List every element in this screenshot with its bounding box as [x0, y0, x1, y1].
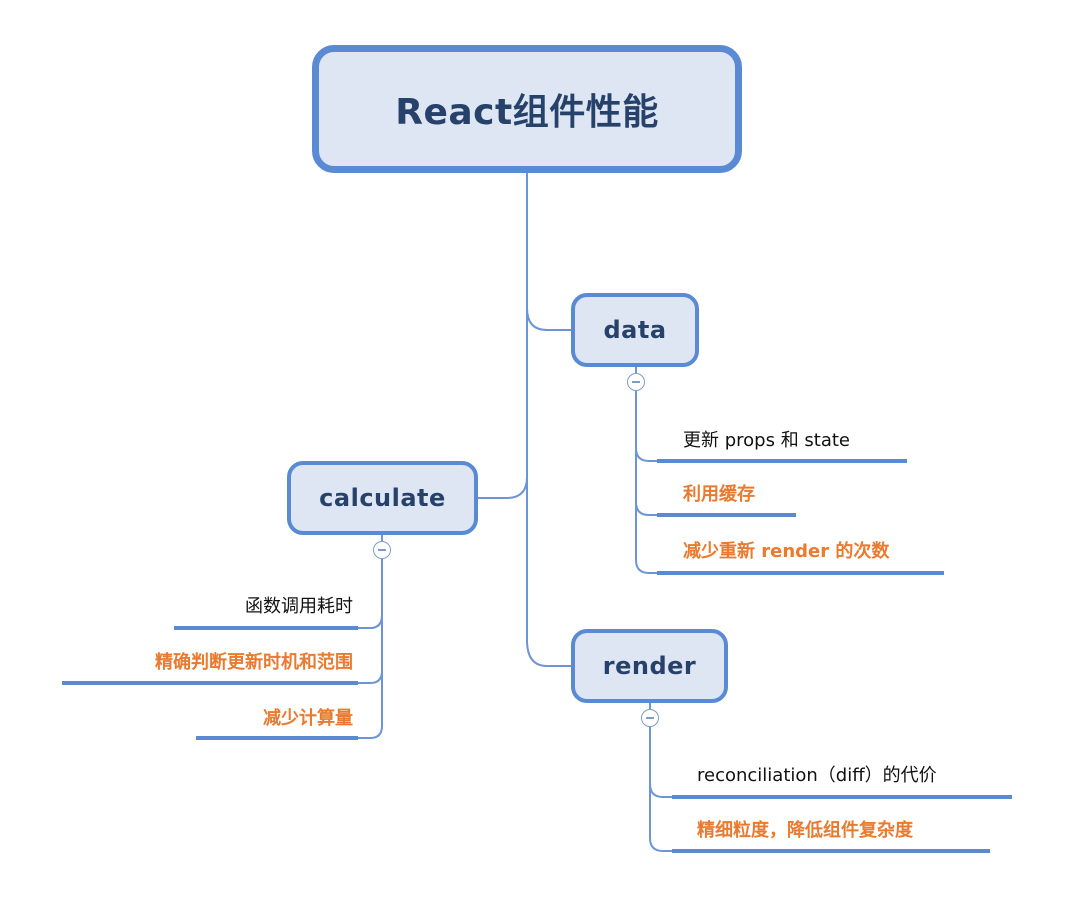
calculate-leaf-0-connector	[358, 614, 383, 629]
root-node[interactable]: React组件性能	[312, 45, 742, 173]
leaf-node[interactable]: 减少重新 render 的次数	[683, 541, 890, 562]
data-leaf-stem-line	[635, 391, 657, 574]
render-leaf-0-connector	[649, 783, 672, 798]
root-to-render-line	[526, 639, 571, 667]
collapse-render-icon[interactable]	[641, 709, 659, 727]
collapse-calculate-icon[interactable]	[373, 541, 391, 559]
leaf-node[interactable]: 精确判断更新时机和范围	[155, 652, 353, 673]
data-leaf-1-connector	[635, 501, 657, 516]
branch-label-render: render	[602, 652, 697, 680]
leaf-node[interactable]: reconciliation（diff）的代价	[697, 765, 937, 786]
render-leaf-stem-line	[649, 727, 672, 852]
leaf-node[interactable]: 更新 props 和 state	[683, 430, 851, 451]
branch-label-data: data	[603, 316, 667, 344]
branch-node-data[interactable]: data	[571, 293, 699, 367]
branch-label-calculate: calculate	[319, 484, 446, 512]
root-title: React组件性能	[395, 92, 659, 133]
collapse-data-icon[interactable]	[627, 373, 645, 391]
calculate-leaf-1-connector	[358, 670, 383, 684]
branch-node-calculate[interactable]: calculate	[287, 461, 478, 535]
branch-node-render[interactable]: render	[571, 629, 728, 703]
leaf-node[interactable]: 减少计算量	[263, 708, 353, 729]
calculate-leaf-stem-line	[358, 559, 383, 739]
leaf-node[interactable]: 函数调用耗时	[245, 596, 353, 617]
leaf-node[interactable]: 精细粒度，降低组件复杂度	[697, 820, 913, 841]
data-leaf-0-connector	[635, 447, 657, 462]
root-to-calculate-line	[478, 476, 528, 499]
root-to-data-line	[526, 307, 571, 331]
leaf-node[interactable]: 利用缓存	[683, 484, 755, 505]
